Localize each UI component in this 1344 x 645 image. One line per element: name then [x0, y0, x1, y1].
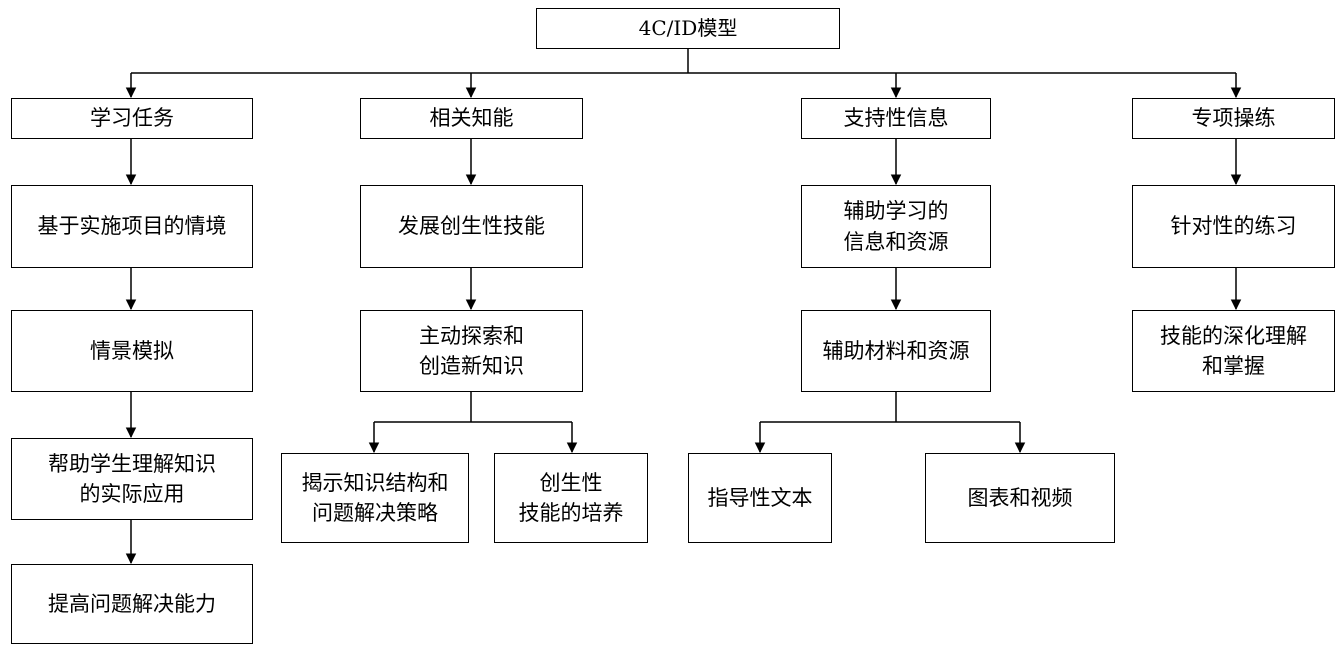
- category-related-skills: 相关知能: [360, 98, 583, 139]
- related-skills-item: 发展创生性技能: [360, 185, 583, 268]
- supportive-info-branch: 图表和视频: [925, 453, 1115, 543]
- learning-task-item: 情景模拟: [11, 310, 253, 392]
- learning-task-item: 提高问题解决能力: [11, 564, 253, 644]
- root-node: 4C/ID模型: [536, 8, 840, 49]
- supportive-info-item: 辅助学习的 信息和资源: [801, 185, 991, 268]
- supportive-info-item: 辅助材料和资源: [801, 310, 991, 392]
- category-learning-tasks: 学习任务: [11, 98, 253, 139]
- category-supportive-info: 支持性信息: [801, 98, 991, 139]
- supportive-info-branch: 指导性文本: [688, 453, 832, 543]
- practice-item: 技能的深化理解 和掌握: [1132, 310, 1335, 392]
- practice-item: 针对性的练习: [1132, 185, 1335, 268]
- related-skills-branch: 创生性 技能的培养: [494, 453, 648, 543]
- learning-task-item: 基于实施项目的情境: [11, 185, 253, 268]
- related-skills-item: 主动探索和 创造新知识: [360, 310, 583, 392]
- category-part-task-practice: 专项操练: [1132, 98, 1335, 139]
- related-skills-branch: 揭示知识结构和 问题解决策略: [281, 453, 469, 543]
- learning-task-item: 帮助学生理解知识 的实际应用: [11, 438, 253, 520]
